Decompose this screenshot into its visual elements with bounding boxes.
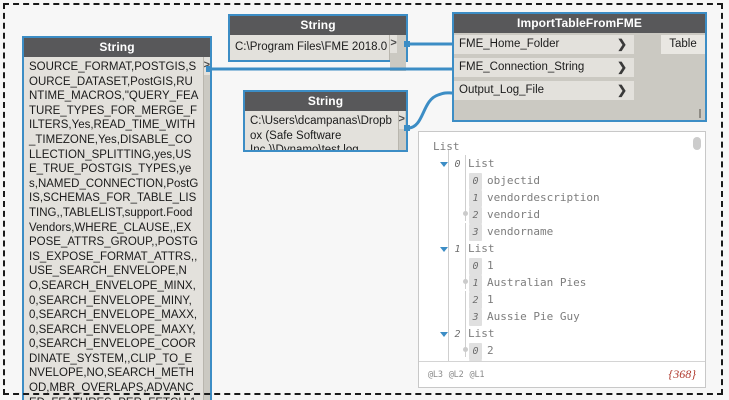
tree-row-label: 2 [487,344,494,357]
tree-row-index: 1 [469,190,482,207]
port-filler [390,53,406,71]
tree-branch-row[interactable]: 2 List [419,325,705,342]
node-title: String [230,16,406,35]
tree-row-label: List [468,157,495,170]
node-title: ImportTableFromFME [454,14,705,33]
output-port-table[interactable]: Table [661,35,705,54]
wire-logfile-to-outputlog [407,91,453,130]
output-port-fme-home-folder[interactable]: > [390,35,397,53]
tree-leaf-row[interactable]: 0 objectid [419,172,705,190]
tree-row-label: List [433,140,460,153]
tree-row-label: 1 [487,293,494,306]
tree-guide-dot [463,211,468,216]
tree-branch-row[interactable]: List [419,138,705,155]
tree-leaf-row[interactable]: 3 Aussie Pie Guy [419,308,705,326]
output-port-string-connection[interactable]: > [203,57,210,75]
input-port-output-log-file[interactable]: Output_Log_File ❯ [454,81,634,100]
tree-leaf-row[interactable]: 1 vendordescription [419,189,705,207]
tree-row-label: 1 [487,259,494,272]
tree-row-label: vendorname [487,225,554,238]
port-filler [398,129,406,147]
tree-row-label: Aussie Pie Guy [487,310,580,323]
tree-guide-line [465,223,466,289]
string-value-text[interactable]: C:\Program Files\FME 2018.0 x64 [230,35,391,60]
port-filler [203,75,210,93]
tree-row-index: 0 [469,258,482,275]
node-title: String [24,38,210,57]
expand-collapse-triangle-icon[interactable] [440,162,448,167]
expand-collapse-triangle-icon[interactable] [440,332,448,337]
tree-guide-line [448,150,449,361]
tree-guide-line [465,291,466,357]
level-tag-l1[interactable]: @L1 [469,369,485,380]
level-tag-l2[interactable]: @L2 [448,369,464,380]
level-tag-l3[interactable]: @L3 [428,369,443,380]
tree-row-label: vendorid [487,208,540,221]
tree-row-label: vendordescription [487,191,600,204]
expand-collapse-triangle-icon[interactable] [440,247,448,252]
tree-row-index: 3 [469,309,482,326]
input-port-label: Output_Log_File [459,84,545,96]
tree-row-index: 2 [469,292,482,309]
tree-branch-row[interactable]: 0 List [419,155,705,172]
tree-leaf-row[interactable]: 1French Crepes [419,359,705,361]
string-value-text[interactable]: SOURCE_FORMAT,POSTGIS,SOURCE_DATASET,Pos… [24,57,204,400]
list-item-count: {368} [668,367,696,381]
tree-row-label: Australian Pies [487,276,587,289]
node-import-table-from-fme[interactable]: ImportTableFromFME FME_Home_Folder ❯ FME… [452,12,707,122]
tree-row-label: List [468,242,495,255]
chevron-right-icon: ❯ [616,83,628,97]
tree-row-label: List [468,327,495,340]
string-value-text[interactable]: C:\Users\dcampanas\Dropbox (Safe Softwar… [245,111,399,150]
output-port-log-file[interactable]: > [398,111,405,129]
tree-row-index: 2 [454,329,461,340]
tree-leaf-row[interactable]: 3 vendorname [419,223,705,241]
tree-row-index: 1 [454,244,461,255]
input-port-label: FME_Connection_String [459,61,585,73]
node-string-fme-home-folder[interactable]: String C:\Program Files\FME 2018.0 x64 > [228,14,408,71]
list-scrollbar-thumb[interactable] [693,137,701,150]
input-port-fme-connection-string[interactable]: FME_Connection_String ❯ [454,58,634,77]
node-resize-handle[interactable] [699,109,701,118]
tree-row-index: 2 [469,207,482,224]
node-title: String [245,92,406,111]
input-port-fme-home-folder[interactable]: FME_Home_Folder ❯ [454,35,634,54]
tree-row-index: 1 [469,360,482,361]
node-string-log-file[interactable]: String C:\Users\dcampanas\Dropbox (Safe … [243,90,408,152]
node-string-connection[interactable]: String SOURCE_FORMAT,POSTGIS,SOURCE_DATA… [22,36,212,400]
tree-row-index: 0 [454,159,461,170]
tree-leaf-row[interactable]: 1 Australian Pies [419,274,705,292]
tree-guide-dot [463,279,468,284]
tree-row-index: 1 [469,275,482,292]
input-port-label: FME_Home_Folder [459,38,560,50]
tree-row-index: 0 [469,343,482,360]
tree-leaf-row[interactable]: 2 vendorid [419,206,705,224]
tree-row-label: objectid [487,174,540,187]
tree-guide-line [465,155,466,221]
tree-row-index: 3 [469,224,482,241]
tree-branch-row[interactable]: 1 List [419,240,705,257]
chevron-right-icon: ❯ [616,60,628,74]
list-preview-footer: @L3 @L2 @L1 {368} [419,361,705,387]
tree-row-index: 0 [469,173,482,190]
chevron-right-icon: ❯ [616,37,628,51]
tree-guide-dot [463,347,468,352]
